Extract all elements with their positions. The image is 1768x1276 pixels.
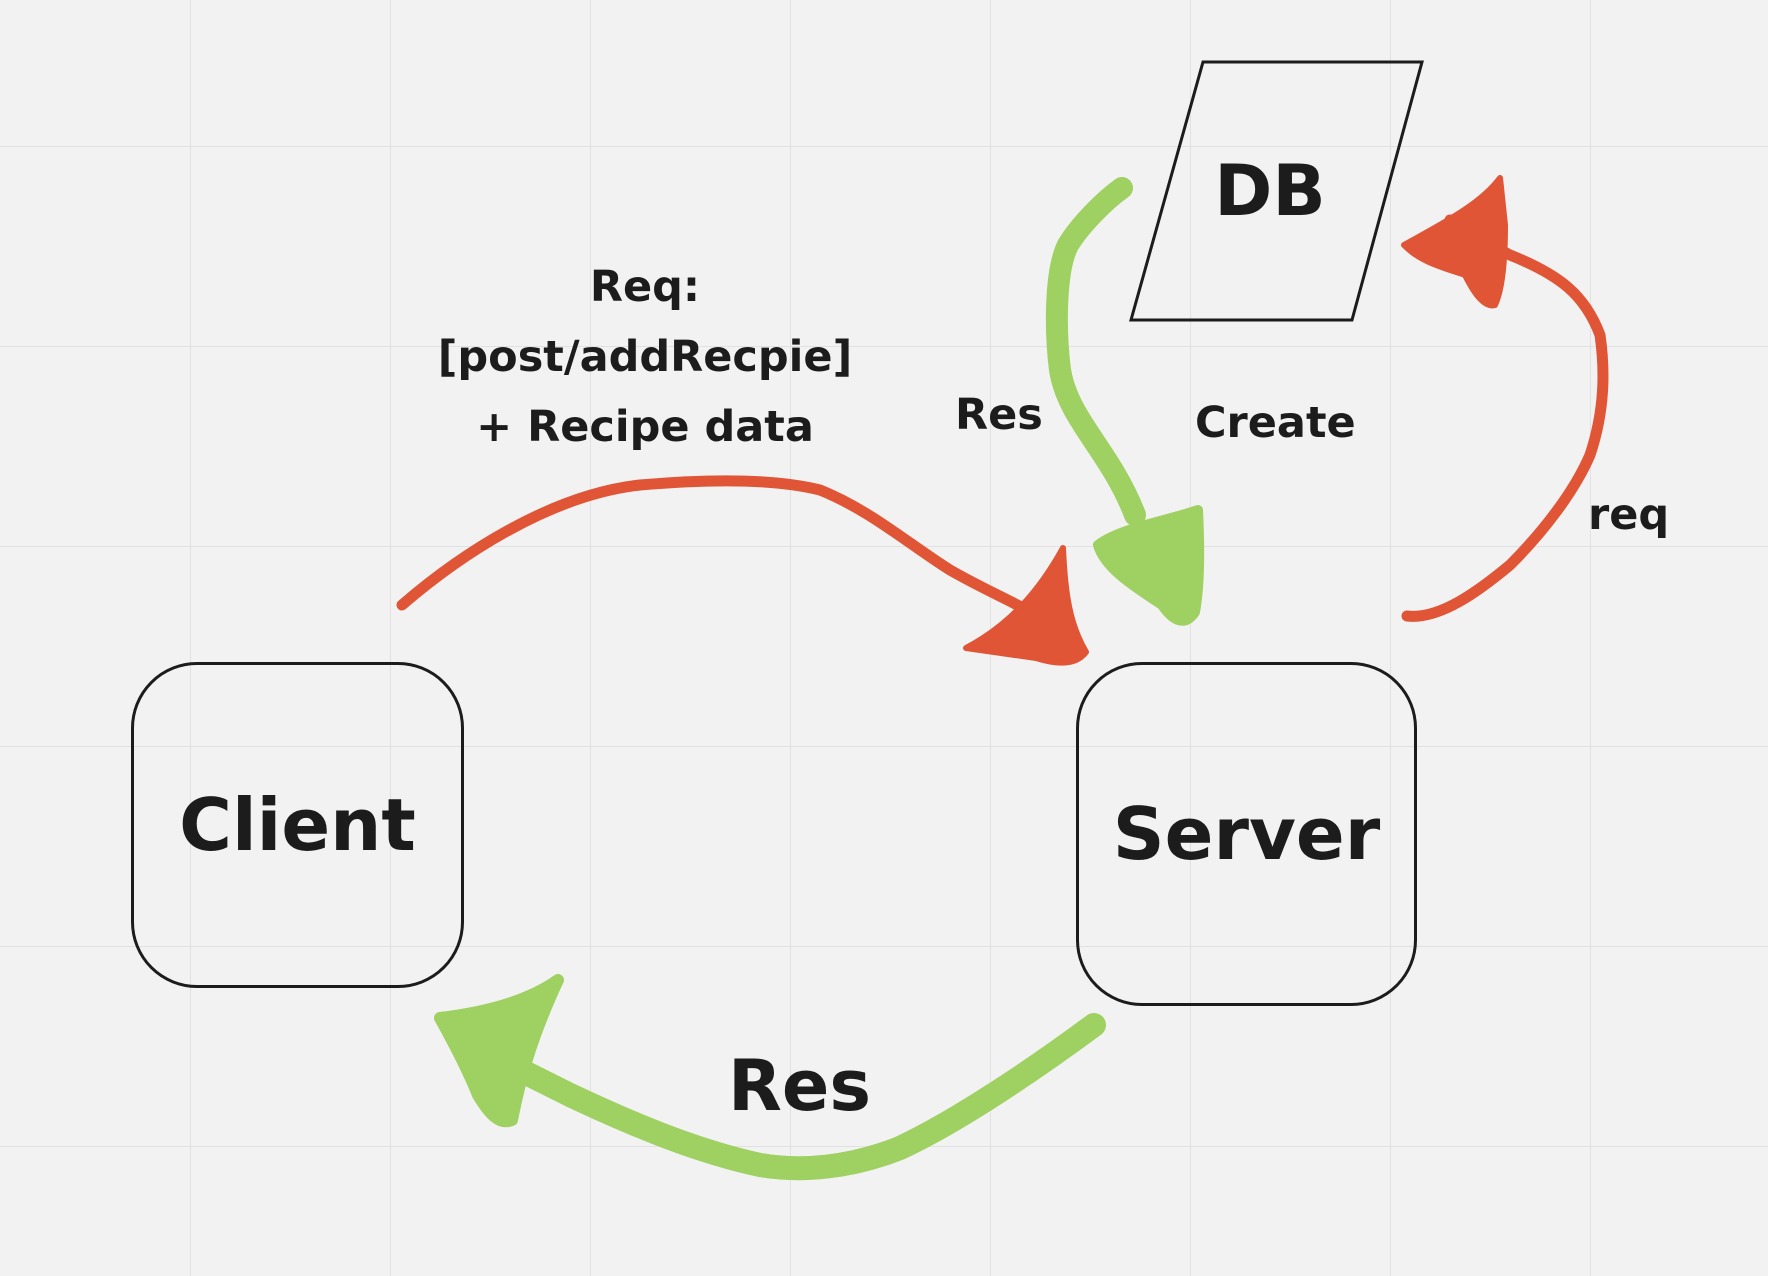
request-label-line-2: [post/addRecpie]	[437, 332, 853, 382]
server-label: Server	[1112, 792, 1381, 876]
response-arrow-server-to-client	[498, 1013, 1106, 1181]
create-label: Create	[1195, 398, 1356, 448]
request-label-line-1: Req:	[589, 262, 701, 312]
response-label-db: Res	[955, 390, 1043, 440]
response-arrow-db-to-server	[1045, 177, 1146, 526]
db-shape[interactable]	[1129, 60, 1424, 322]
request-arrow-client-to-server	[396, 475, 1036, 618]
request-arrowhead-db	[1401, 175, 1508, 309]
request-arrowhead-server	[963, 545, 1089, 666]
response-label-client: Res	[728, 1045, 872, 1127]
client-node[interactable]: Client	[131, 662, 464, 988]
request-arrow-server-to-db	[1401, 214, 1609, 622]
response-arrowhead-server	[1093, 505, 1205, 626]
request-label: Req: [post/addRecpie] + Recipe data	[420, 252, 870, 462]
db-label: DB	[1214, 150, 1326, 232]
request-label-line-3: + Recipe data	[476, 402, 814, 452]
server-node[interactable]: Server	[1076, 662, 1417, 1006]
request-label-db: req	[1588, 490, 1670, 540]
response-arrowhead-client	[434, 974, 564, 1128]
client-label: Client	[179, 783, 416, 867]
